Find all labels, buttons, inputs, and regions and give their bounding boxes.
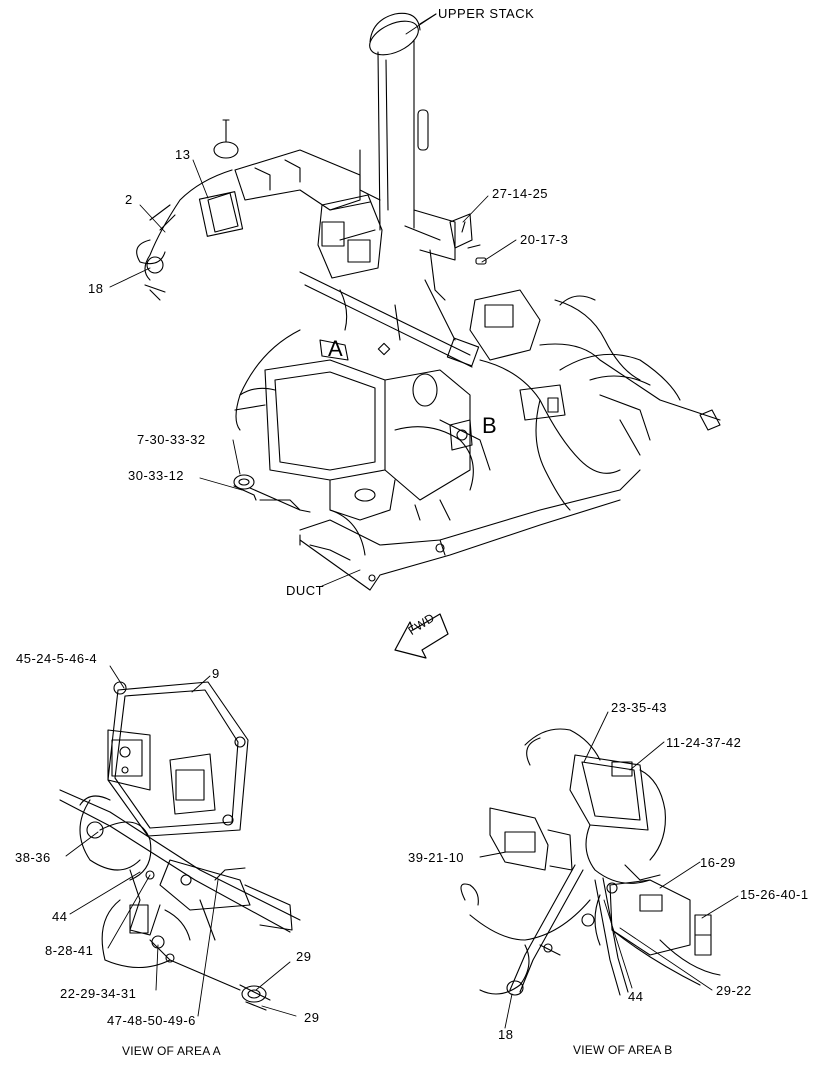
label-29-lower: 29 [304,1010,320,1025]
label-duct: DUCT [286,583,325,598]
label-16-29: 16-29 [700,855,736,870]
main-assembly-drawing [137,120,720,590]
upper-stack-drawing [340,13,455,260]
label-area-b: B [482,413,497,438]
label-23-35-43: 23-35-43 [611,700,668,715]
label-15-26-40-1: 15-26-40-1 [740,887,809,902]
view-a-drawing [60,682,300,1010]
label-29-22: 29-22 [716,983,752,998]
label-18-top: 18 [88,281,104,296]
label-29-upper: 29 [296,949,312,964]
label-8-28-41: 8-28-41 [45,943,94,958]
label-39-21-10: 39-21-10 [408,850,465,865]
label-upper-stack: UPPER STACK [438,6,535,21]
view-b-drawing [461,729,720,995]
label-27-14-25: 27-14-25 [492,186,549,201]
label-44-area-b: 44 [628,989,644,1004]
label-9: 9 [212,666,220,681]
label-20-17-3: 20-17-3 [520,232,569,247]
label-11-24-37-42: 11-24-37-42 [666,735,742,750]
caption-view-area-b: VIEW OF AREA B [573,1043,673,1057]
label-area-a: A [328,336,343,361]
label-47-48-50-49-6: 47-48-50-49-6 [107,1013,196,1028]
label-30-33-12: 30-33-12 [128,468,185,483]
leader-lines [66,14,738,1028]
label-44-area-a: 44 [52,909,68,924]
caption-view-area-a: VIEW OF AREA A [122,1044,221,1058]
label-13: 13 [175,147,191,162]
label-45-24-5-46-4: 45-24-5-46-4 [16,651,98,666]
label-2: 2 [125,192,133,207]
label-22-29-34-31: 22-29-34-31 [60,986,137,1001]
label-7-30-33-32: 7-30-33-32 [137,432,206,447]
label-18-bottom: 18 [498,1027,514,1042]
fwd-arrow [395,614,448,658]
label-38-36: 38-36 [15,850,51,865]
